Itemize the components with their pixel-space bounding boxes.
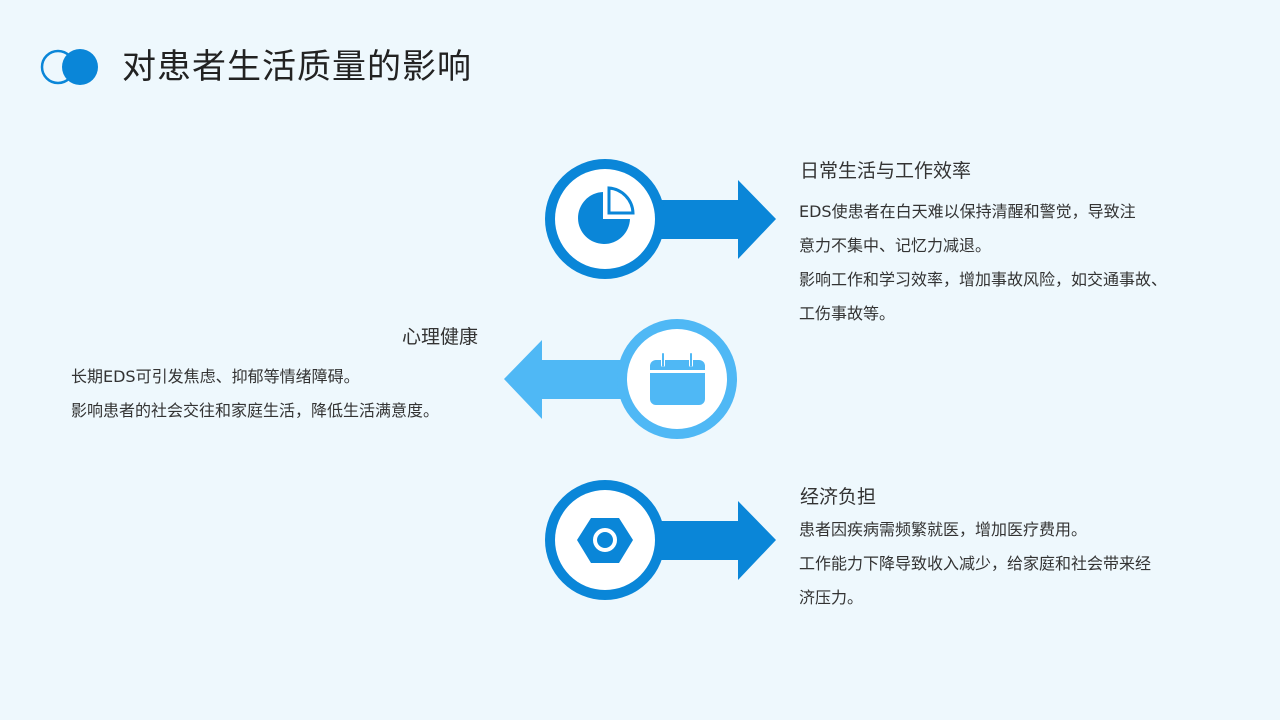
right-arrow-shape [635,180,776,259]
node-daily-life [540,155,780,285]
text-line: 济压力。 [799,588,864,607]
logo-circles-icon [40,49,98,85]
block-text-mental-health: 长期EDS可引发焦虑、抑郁等情绪障碍。 影响患者的社会交往和家庭生活，降低生活满… [71,360,439,428]
block-text-economic-burden: 患者因疾病需频繁就医，增加医疗费用。 工作能力下降导致收入减少，给家庭和社会带来… [799,513,1151,615]
block-title-daily-life: 日常生活与工作效率 [800,160,972,182]
calendar-icon [650,353,705,405]
block-title-mental-health: 心理健康 [401,326,478,348]
hex-nut-icon [577,518,633,563]
text-line: 意力不集中、记忆力减退。 [799,236,992,255]
text-line: 影响工作和学习效率，增加事故风险，如交通事故、 [799,270,1168,289]
text-line: 工伤事故等。 [799,304,896,323]
block-title-economic-burden: 经济负担 [800,486,877,508]
node-economic-burden [540,476,780,606]
page-title: 对患者生活质量的影响 [122,47,472,87]
text-line: 患者因疾病需频繁就医，增加医疗费用。 [799,520,1088,539]
block-text-daily-life: EDS使患者在白天难以保持清醒和警觉，导致注 意力不集中、记忆力减退。 影响工作… [799,195,1167,331]
text-line: EDS使患者在白天难以保持清醒和警觉，导致注 [799,202,1136,221]
text-line: 长期EDS可引发焦虑、抑郁等情绪障碍。 [71,367,360,386]
right-arrow-shape [635,501,776,580]
text-line: 工作能力下降导致收入减少，给家庭和社会带来经 [799,554,1152,573]
node-mental-health [500,315,740,445]
left-arrow-shape [504,340,645,419]
pie-chart-icon [578,186,635,244]
text-line: 影响患者的社会交往和家庭生活，降低生活满意度。 [71,401,440,420]
